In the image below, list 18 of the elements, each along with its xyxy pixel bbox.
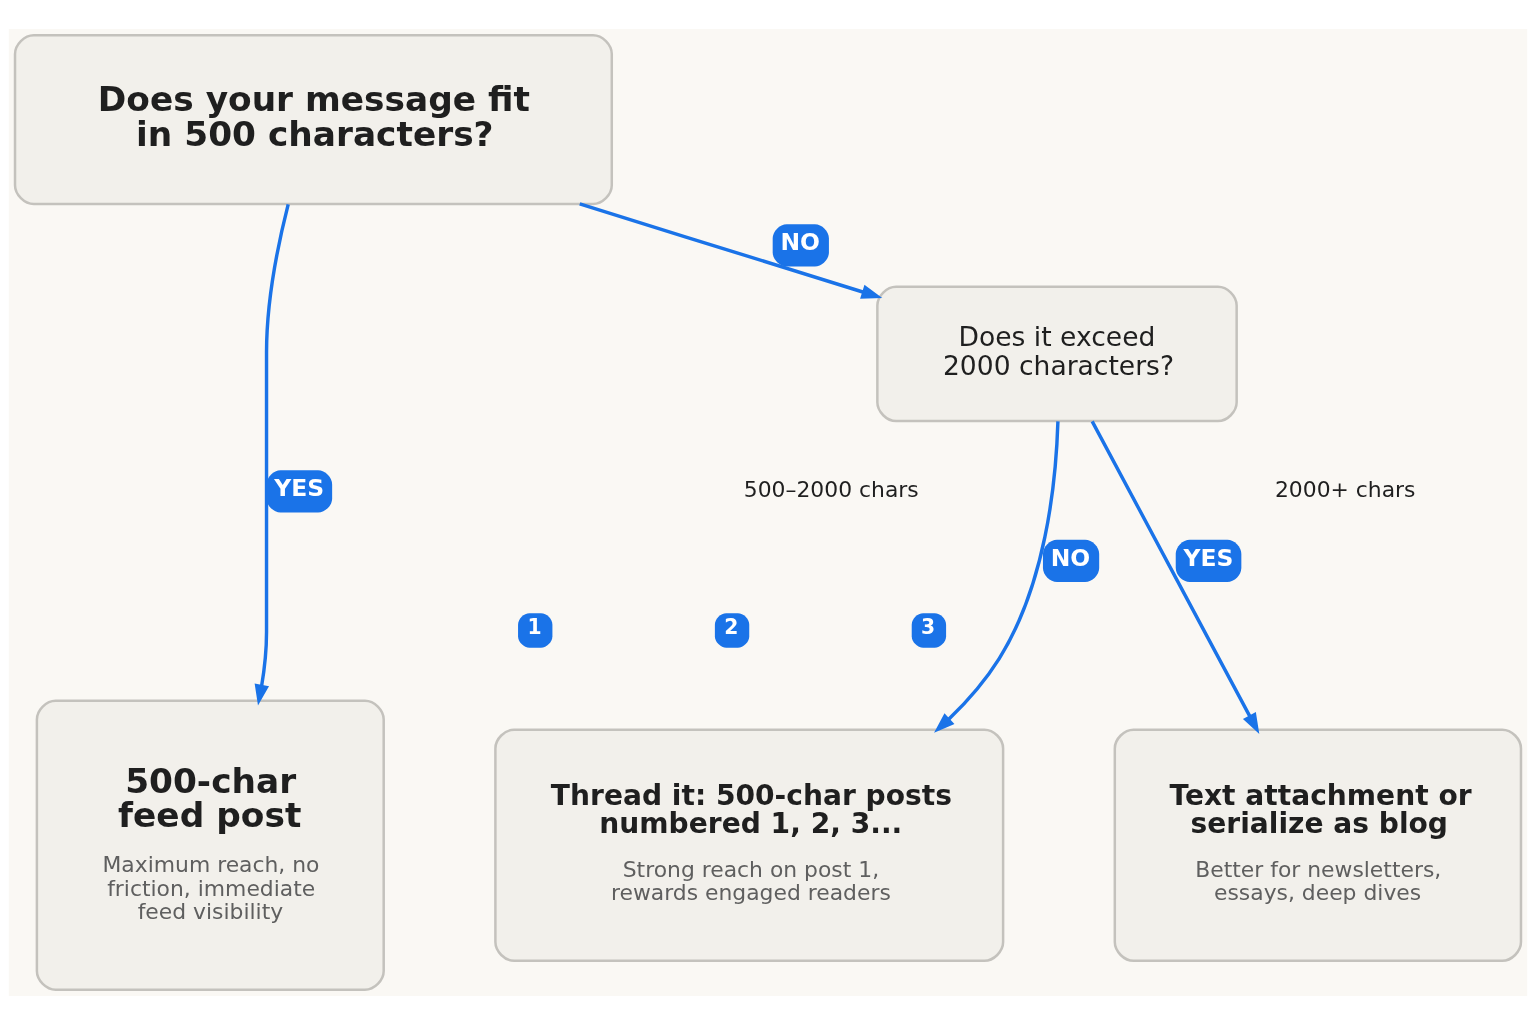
label: 1 — [527, 614, 542, 639]
node-box: Does it exceed 2000 characters? — [876, 285, 1238, 422]
label: 2 — [724, 614, 739, 639]
arrow — [934, 420, 1060, 733]
arrow — [254, 203, 290, 706]
arrow — [1090, 420, 1260, 734]
edge-label: NO — [1050, 543, 1091, 572]
arrow — [579, 201, 883, 299]
node-box: Thread it: 500-char posts numbered 1, 2, 3... Strong reach on post 1, rewards engaged readers — [494, 727, 1005, 962]
label: 2000+ chars — [1274, 476, 1416, 502]
node-box: 500-char feed post Maximum reach, no friction, immediate feed visibility — [35, 699, 385, 991]
label: 500–2000 chars — [743, 476, 919, 502]
node-box: Text attachment or serialize as blog Better for newsletters, essays, deep dives — [1113, 727, 1523, 962]
node-box: Does your message fit in 500 characters? — [13, 33, 614, 205]
label: 3 — [921, 614, 936, 639]
edge-label: NO — [780, 227, 821, 256]
edge-label: YES — [1183, 543, 1234, 572]
edge-label: YES — [274, 473, 325, 502]
